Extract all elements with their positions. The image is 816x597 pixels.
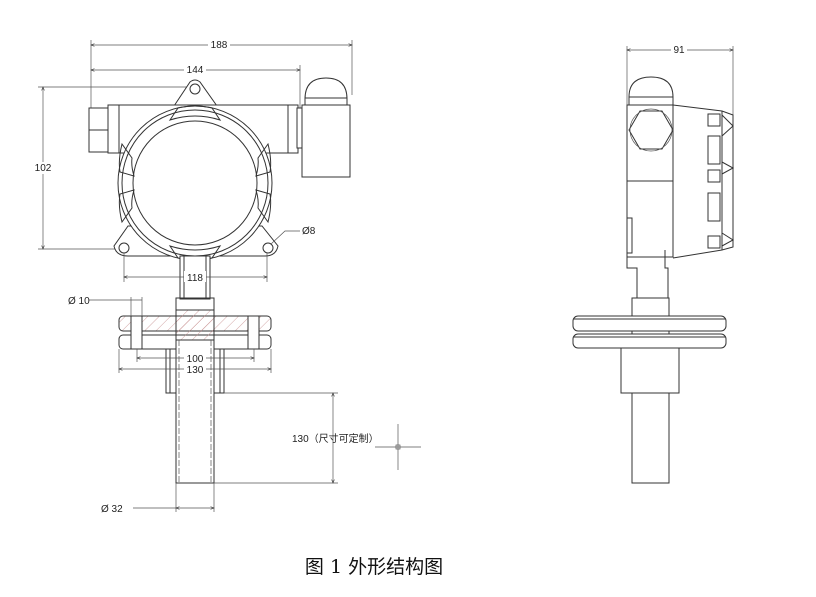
- dimension-probe-length: 130（尺寸可定制）: [214, 393, 379, 483]
- dimension-probe-diameter: Ø 32: [101, 483, 214, 515]
- front-view: 188 144 102: [30, 39, 421, 515]
- dimension-height: 102: [30, 87, 190, 249]
- crosshair-marker: [375, 424, 421, 470]
- hex-gland: [628, 110, 674, 150]
- dimension-bolt-circle-label: 100: [187, 354, 204, 365]
- side-flange-bottom: [572, 333, 727, 349]
- dimension-flange-hole-label: Ø 10: [68, 296, 90, 307]
- dimension-overall-width: 188: [91, 39, 352, 108]
- dimension-mount-hole-spacing: 118: [124, 253, 267, 284]
- dimension-probe-diameter-label: Ø 32: [101, 504, 123, 515]
- dimension-flange-hole: Ø 10: [68, 296, 143, 316]
- dimension-body-width: 144: [91, 64, 300, 108]
- dimension-body-width-label: 144: [187, 65, 204, 76]
- top-mount-ear: [173, 79, 218, 107]
- probe-tube: [175, 339, 215, 484]
- dimension-height-label: 102: [35, 163, 52, 174]
- dimension-depth-label: 91: [673, 45, 685, 56]
- dimension-probe-length-label: 130（尺寸可定制）: [292, 432, 379, 445]
- alarm-lamp: [301, 77, 351, 178]
- side-probe-tube: [631, 392, 670, 484]
- figure-caption: 图 1 外形结构图: [304, 556, 444, 578]
- dimension-mount-hole: Ø8: [270, 226, 316, 245]
- dimension-bolt-circle: 100: [137, 349, 254, 365]
- dimension-mount-hole-label: Ø8: [302, 226, 316, 237]
- dimension-depth: 91: [627, 44, 733, 115]
- side-flange-neck: [620, 347, 680, 394]
- housing-cover: [117, 105, 273, 261]
- top-mount-hole: [189, 83, 201, 95]
- dimension-flange-diameter-label: 130: [187, 365, 204, 376]
- side-alarm-lamp: [628, 76, 674, 106]
- side-cover: [672, 104, 735, 259]
- dimension-flange-diameter: 130: [119, 349, 271, 376]
- side-flange-top: [572, 315, 727, 332]
- dimension-mount-hole-spacing-label: 118: [187, 273, 203, 284]
- dimension-overall-width-label: 188: [211, 40, 228, 51]
- side-view: 91: [572, 44, 735, 484]
- mount-hole-right: [262, 242, 274, 254]
